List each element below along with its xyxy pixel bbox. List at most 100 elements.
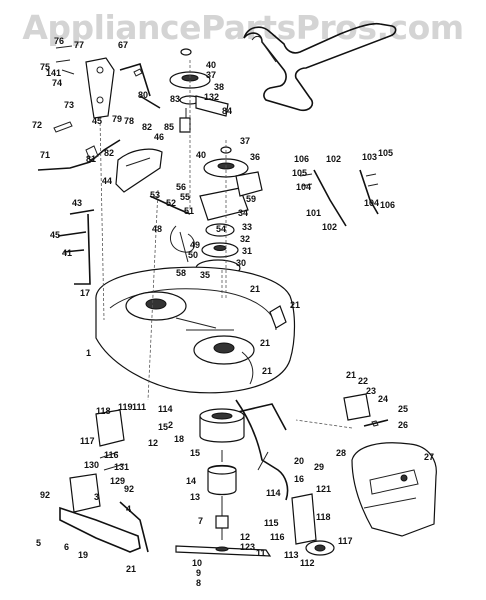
part-label: 72 <box>32 120 42 130</box>
part-label: 13 <box>190 492 200 502</box>
mower-blade-drawing <box>175 545 272 557</box>
part-label: 21 <box>346 370 356 380</box>
part-label: 1 <box>86 348 91 358</box>
part-label: 103 <box>362 152 377 162</box>
part-label: 58 <box>176 268 186 278</box>
part-label: 38 <box>214 82 224 92</box>
part-label: 49 <box>190 240 200 250</box>
blade-spindle-bracket-drawing <box>235 399 289 501</box>
part-label: 21 <box>290 300 300 310</box>
part-label: 17 <box>80 288 90 298</box>
discharge-chute-drawing <box>351 442 437 537</box>
part-label: 117 <box>80 436 95 446</box>
front-hitch-drawing <box>343 393 389 427</box>
part-label: 27 <box>424 452 434 462</box>
part-label: 48 <box>152 224 162 234</box>
part-label: 52 <box>166 198 176 208</box>
part-label: 104 <box>364 198 379 208</box>
part-label: 53 <box>150 190 160 200</box>
part-label: 80 <box>138 90 148 100</box>
part-label: 31 <box>242 246 252 256</box>
part-label: 116 <box>104 450 119 460</box>
part-label: 14 <box>186 476 196 486</box>
part-label: 76 <box>54 36 64 46</box>
part-label: 26 <box>398 420 408 430</box>
part-label: 34 <box>238 208 248 218</box>
part-label: 67 <box>118 40 128 50</box>
front-lift-link-drawing <box>59 409 149 553</box>
part-label: 77 <box>74 40 84 50</box>
mower-deck-drawing <box>95 266 296 394</box>
part-label: 117 <box>338 536 353 546</box>
part-label: 131 <box>114 462 129 472</box>
part-label: 82 <box>104 148 114 158</box>
part-label: 106 <box>380 200 395 210</box>
part-label: 9 <box>196 568 201 578</box>
part-label: 102 <box>322 222 337 232</box>
rear-bracket-drawing <box>291 493 335 556</box>
part-label: 22 <box>358 376 368 386</box>
part-label: 123 <box>240 542 255 552</box>
lift-bracket-drawing <box>37 45 161 171</box>
part-label: 25 <box>398 404 408 414</box>
part-label: 74 <box>52 78 62 88</box>
part-label: 129 <box>110 476 125 486</box>
part-label: 21 <box>262 366 272 376</box>
part-label: 23 <box>366 386 376 396</box>
part-label: 46 <box>154 132 164 142</box>
part-label: 104 <box>296 182 311 192</box>
part-label: 114 <box>158 404 173 414</box>
part-label: 37 <box>206 70 216 80</box>
part-label: 130 <box>84 460 99 470</box>
part-label: 41 <box>62 248 72 258</box>
deck-support-bracket-drawing <box>299 169 379 227</box>
part-label: 116 <box>270 532 285 542</box>
part-label: 73 <box>64 100 74 110</box>
part-label: 54 <box>216 224 226 234</box>
part-label: 59 <box>246 194 256 204</box>
part-label: 71 <box>40 150 50 160</box>
part-label: 118 <box>316 512 331 522</box>
part-label: 105 <box>378 148 393 158</box>
part-label: 84 <box>222 106 232 116</box>
part-label: 83 <box>170 94 180 104</box>
part-label: 33 <box>242 222 252 232</box>
part-label: 8 <box>196 578 201 588</box>
spindle-assembly-drawing <box>199 408 245 540</box>
part-label: 10 <box>192 558 202 568</box>
part-label: 16 <box>294 474 304 484</box>
part-label: 24 <box>378 394 388 404</box>
part-label: 11 <box>256 548 266 558</box>
part-label: 50 <box>188 250 198 260</box>
part-label: 101 <box>306 208 321 218</box>
part-label: 43 <box>72 198 82 208</box>
part-label: 121 <box>316 484 331 494</box>
part-label: 92 <box>124 484 134 494</box>
part-label: 12 <box>148 438 158 448</box>
part-label: 106 <box>294 154 309 164</box>
part-label: 29 <box>314 462 324 472</box>
part-label: 21 <box>250 284 260 294</box>
part-label: 20 <box>294 456 304 466</box>
drive-belt-drawing <box>243 22 397 112</box>
part-label: 40 <box>196 150 206 160</box>
part-label: 79 <box>112 114 122 124</box>
part-label: 18 <box>174 434 184 444</box>
part-label: 7 <box>198 516 203 526</box>
part-label: 21 <box>126 564 136 574</box>
part-label: 6 <box>64 542 69 552</box>
part-label: 118 <box>96 406 111 416</box>
leader-lines <box>99 60 353 429</box>
part-label: 81 <box>86 154 96 164</box>
part-label: 78 <box>124 116 134 126</box>
part-label: 102 <box>326 154 341 164</box>
part-label: 82 <box>142 122 152 132</box>
part-label: 3 <box>94 492 99 502</box>
part-label: 75 <box>40 62 50 72</box>
part-label: 36 <box>250 152 260 162</box>
part-label: 119 <box>118 402 133 412</box>
part-label: 55 <box>180 192 190 202</box>
part-label: 21 <box>260 338 270 348</box>
part-label: 132 <box>204 92 219 102</box>
